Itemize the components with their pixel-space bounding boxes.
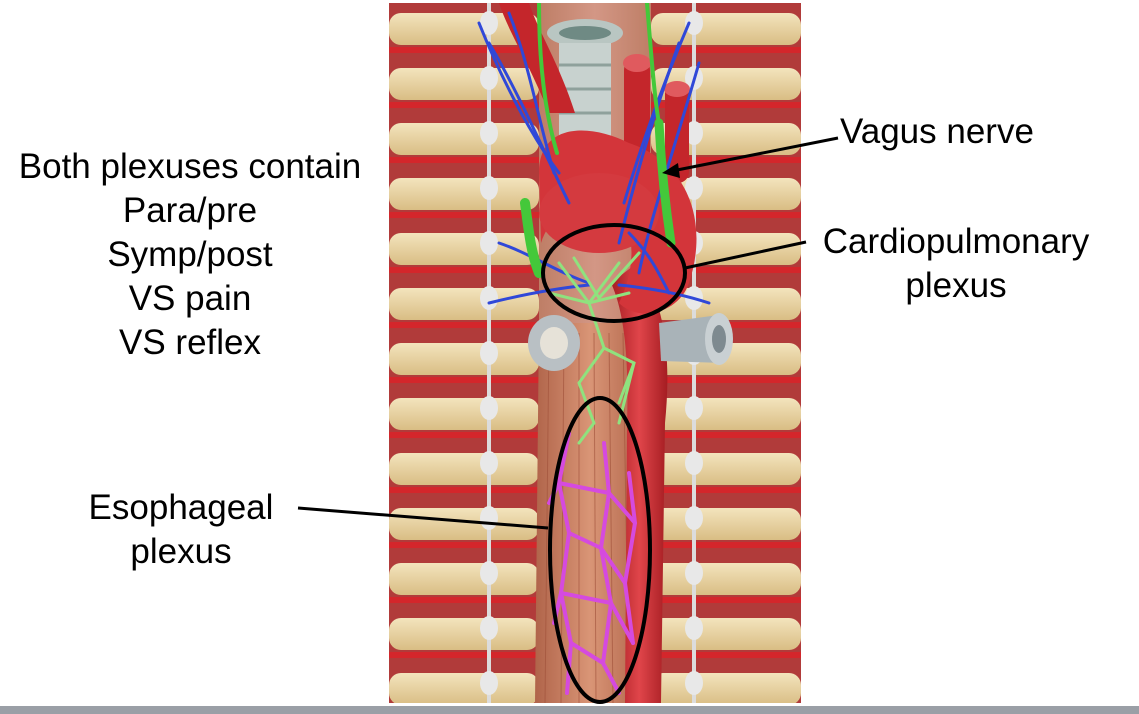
- rib: [389, 13, 539, 45]
- intercostal-artery: [651, 652, 801, 658]
- rib: [389, 563, 539, 595]
- rib: [651, 398, 801, 430]
- rib: [651, 453, 801, 485]
- sympathetic-ganglion: [685, 616, 703, 640]
- intercostal-artery: [389, 377, 539, 383]
- intercostal-artery: [389, 432, 539, 438]
- intercostal-artery: [389, 47, 539, 53]
- sympathetic-ganglion: [480, 176, 498, 200]
- sympathetic-ganglion: [480, 671, 498, 695]
- intercostal-artery: [651, 102, 801, 108]
- intercostal-artery: [389, 267, 539, 273]
- plexus-contents-heading: Both plexuses contain: [18, 147, 362, 186]
- pulmonary-vessels: [528, 313, 733, 371]
- plexus-contents-label: Both plexuses contain Para/pre Symp/post…: [0, 145, 380, 365]
- sympathetic-ganglion: [685, 561, 703, 585]
- rib: [389, 178, 539, 210]
- sympathetic-ganglion: [480, 286, 498, 310]
- intercostal-artery: [389, 597, 539, 603]
- intercostal-artery: [651, 267, 801, 273]
- sympathetic-ganglion: [480, 231, 498, 255]
- intercostal-artery: [389, 157, 539, 163]
- vagus-nerve-label: Vagus nerve: [840, 112, 1034, 151]
- rib: [389, 398, 539, 430]
- plexus-contents-item: Para/pre: [122, 191, 258, 230]
- sympathetic-ganglion: [685, 451, 703, 475]
- plexus-contents-item: VS pain: [128, 279, 252, 318]
- intercostal-artery: [389, 212, 539, 218]
- sympathetic-ganglion: [685, 11, 703, 35]
- plexus-contents-item: VS reflex: [119, 323, 261, 362]
- sympathetic-ganglion: [480, 341, 498, 365]
- sympathetic-ganglion: [480, 506, 498, 530]
- rib: [389, 618, 539, 650]
- intercostal-artery: [651, 597, 801, 603]
- sympathetic-ganglion: [480, 66, 498, 90]
- rib: [389, 233, 539, 265]
- intercostal-artery: [651, 432, 801, 438]
- rib: [651, 508, 801, 540]
- sympathetic-ganglion: [685, 506, 703, 530]
- sympathetic-ganglion: [480, 11, 498, 35]
- intercostal-artery: [651, 542, 801, 548]
- esophageal-plexus-label: Esophageal plexus: [88, 488, 274, 571]
- rib: [651, 563, 801, 595]
- rib: [389, 453, 539, 485]
- rib: [389, 288, 539, 320]
- rib: [651, 13, 801, 45]
- sympathetic-ganglion: [480, 616, 498, 640]
- rib: [389, 673, 539, 703]
- intercostal-artery: [389, 542, 539, 548]
- sympathetic-ganglion: [480, 396, 498, 420]
- intercostal-artery: [651, 487, 801, 493]
- intercostal-artery: [389, 652, 539, 658]
- intercostal-artery: [389, 102, 539, 108]
- rib: [389, 508, 539, 540]
- sympathetic-ganglion: [480, 451, 498, 475]
- intercostal-artery: [651, 212, 801, 218]
- intercostal-artery: [389, 487, 539, 493]
- rib: [651, 673, 801, 703]
- sympathetic-ganglion: [685, 176, 703, 200]
- rib: [651, 618, 801, 650]
- intercostal-artery: [651, 377, 801, 383]
- sympathetic-ganglion: [685, 396, 703, 420]
- rib: [389, 343, 539, 375]
- cardiopulmonary-plexus-label: Cardiopulmonary plexus: [822, 222, 1090, 305]
- intercostal-artery: [651, 47, 801, 53]
- sympathetic-ganglion: [480, 561, 498, 585]
- rib: [389, 123, 539, 155]
- thorax-illustration: [389, 3, 801, 703]
- ribs: [389, 13, 801, 703]
- intercostal-artery: [389, 322, 539, 328]
- plexus-contents-item: Symp/post: [107, 235, 273, 274]
- sympathetic-ganglion: [480, 121, 498, 145]
- bottom-bar: [0, 706, 1139, 714]
- sympathetic-ganglion: [685, 671, 703, 695]
